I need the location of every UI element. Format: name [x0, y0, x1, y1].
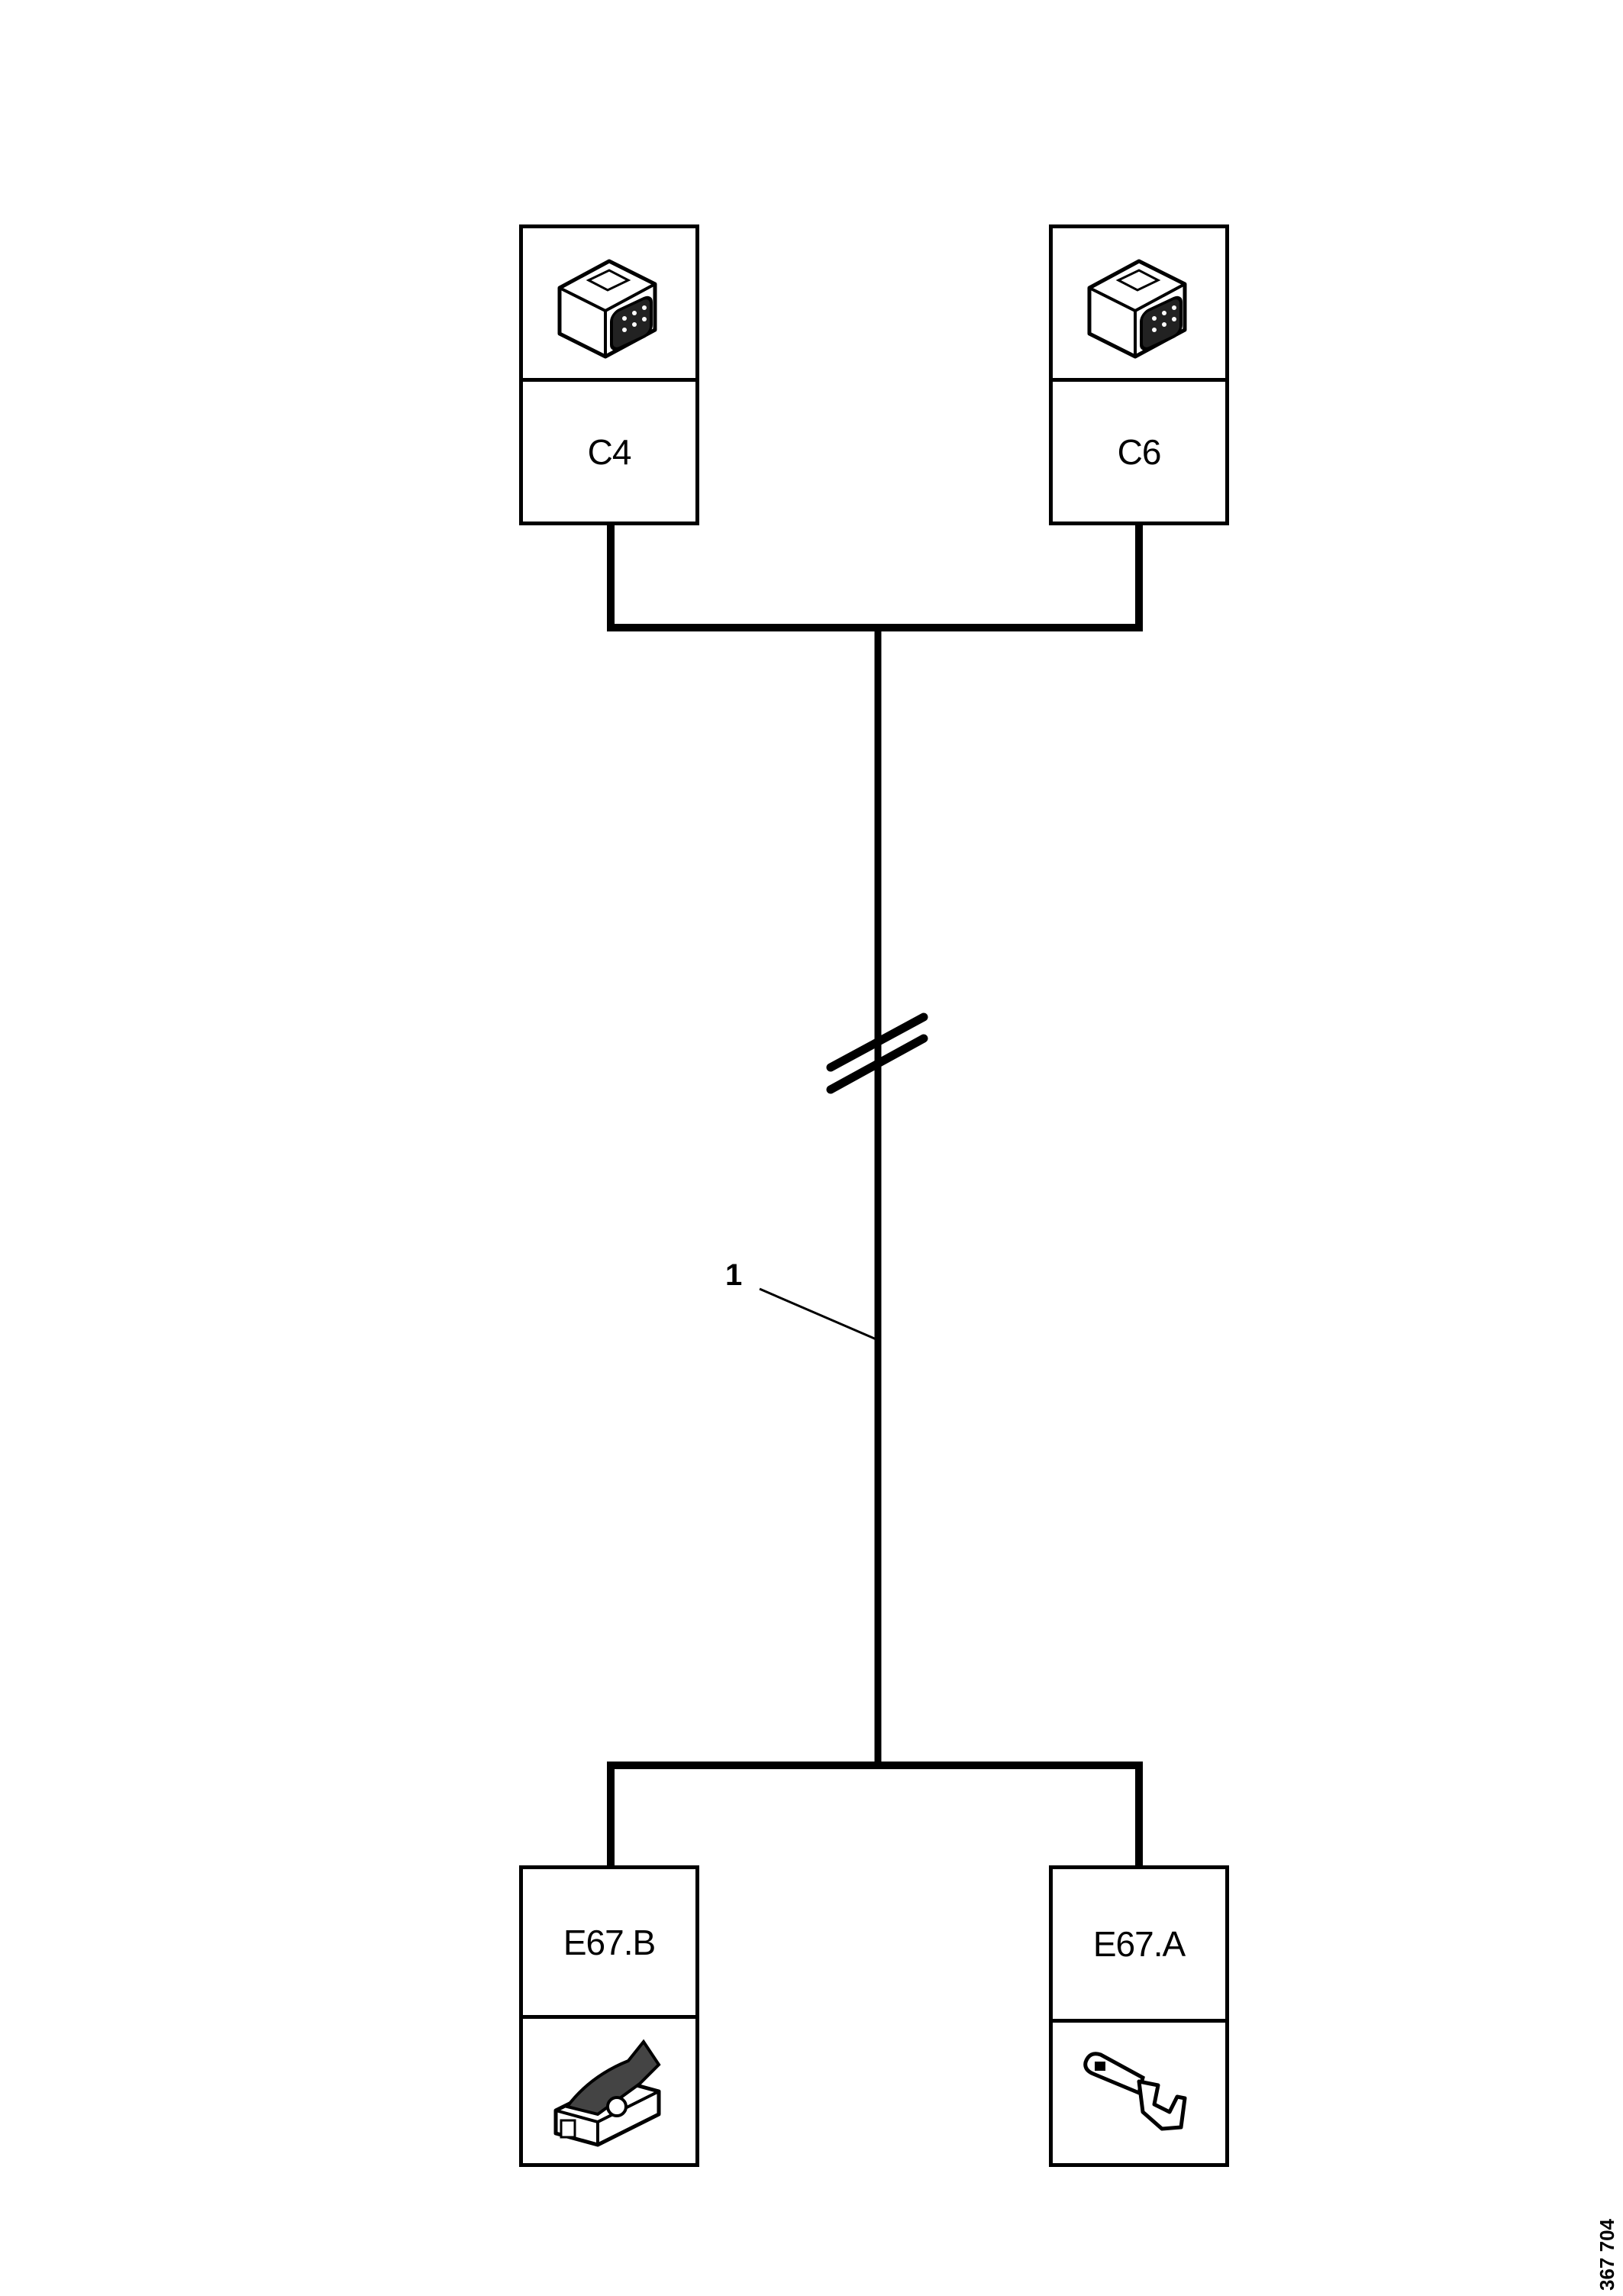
connector-label: E67.A — [1092, 1924, 1186, 1964]
multi-pin-connector-housing-icon — [1053, 228, 1225, 378]
wire-c4-stub — [607, 525, 878, 631]
connector-label: C6 — [1053, 378, 1225, 522]
wire-c6-stub — [878, 525, 1143, 631]
wire-e67a-stub — [878, 1762, 1143, 1865]
wire-reference-number: 1 — [725, 1258, 743, 1292]
crimp-terminal-pin-icon — [1053, 2019, 1225, 2163]
drawing-number: 367 704 — [1596, 2219, 1618, 2291]
connector-c4[interactable]: C4 — [519, 224, 699, 525]
connector-e67b[interactable]: E67.B — [519, 1865, 699, 2167]
wire-e67b-stub — [607, 1762, 878, 1865]
reference-leader-line — [759, 1287, 879, 1342]
connector-c6[interactable]: C6 — [1049, 224, 1229, 525]
multi-pin-connector-housing-icon — [523, 228, 695, 378]
double-slash-break-icon — [826, 1012, 928, 1094]
connector-e67a[interactable]: E67.A — [1049, 1865, 1229, 2167]
connector-label: E67.B — [563, 1922, 656, 1962]
terminal-block-connector-icon — [523, 2015, 695, 2163]
connector-label: C4 — [523, 378, 695, 522]
